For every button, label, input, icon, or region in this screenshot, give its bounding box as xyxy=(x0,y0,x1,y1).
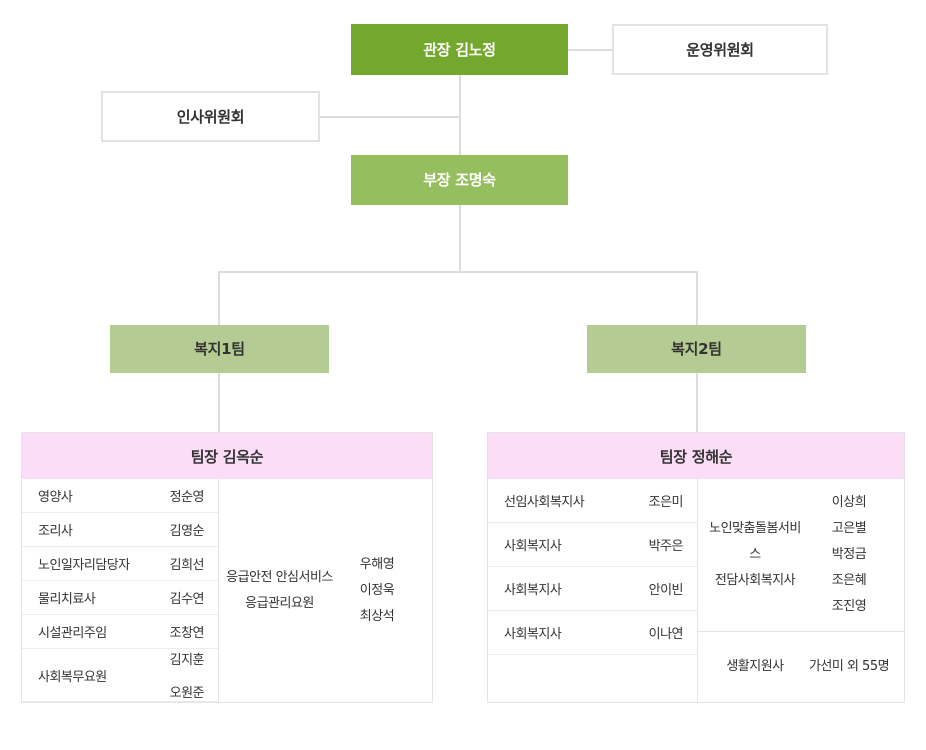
staff-name: 김수연 xyxy=(169,592,205,607)
staff-role: 영양사 xyxy=(38,490,73,505)
staff-name: 김희선 xyxy=(169,558,205,573)
group-name: 우해영 xyxy=(359,556,395,572)
staff-role: 사회복지사 xyxy=(504,539,562,554)
group-name: 박정금 xyxy=(831,547,867,562)
team2-head: 팀장 정해순 xyxy=(488,433,904,479)
staff-names: 김영순 xyxy=(170,520,218,539)
staff-names: 김수연 xyxy=(170,588,218,607)
connector-team2-node-to-panel xyxy=(696,373,698,433)
column-spacer xyxy=(488,655,697,702)
staff-name: 안이빈 xyxy=(648,583,684,598)
node-steering-committee[interactable]: 운영위원회 xyxy=(612,24,828,75)
group-name: 이정욱 xyxy=(359,582,395,598)
staff-row: 시설관리주임 조창연 xyxy=(22,615,218,649)
staff-row: 사회복지사 박주은 xyxy=(488,523,697,567)
staff-names: 안이빈 xyxy=(649,579,697,598)
staff-name: 김영순 xyxy=(169,524,205,539)
group-role-line: 생활지원사 xyxy=(726,659,784,674)
staff-role: 조리사 xyxy=(38,524,73,539)
staff-row: 선임사회복지사 조은미 xyxy=(488,479,697,523)
group-name: 이상희 xyxy=(831,495,867,510)
node-steering-committee-label: 운영위원회 xyxy=(686,40,754,59)
staff-role: 노인일자리담당자 xyxy=(38,558,130,573)
node-team2[interactable]: 복지2팀 xyxy=(587,325,806,373)
staff-name: 김지훈 xyxy=(169,653,205,668)
staff-row: 사회복지사 이나연 xyxy=(488,611,697,655)
staff-name: 오원준 xyxy=(169,686,205,701)
group-name: 고은별 xyxy=(831,521,867,536)
staff-names: 정순영 xyxy=(170,486,218,505)
node-deputy-label: 부장 조명숙 xyxy=(423,171,496,189)
team1-head: 팀장 김옥순 xyxy=(22,433,432,479)
group-name: 조진영 xyxy=(831,599,867,614)
staff-role: 사회복무요원 xyxy=(38,669,107,685)
group-name: 조은혜 xyxy=(831,573,867,588)
group-role-line: 전담사회복지사 xyxy=(714,573,796,588)
group-role-line: 응급안전 안심서비스 xyxy=(226,569,333,585)
staff-names: 조창연 xyxy=(170,622,218,641)
staff-role: 사회복지사 xyxy=(504,583,562,598)
connector-personnel-to-spine xyxy=(320,116,460,118)
staff-role: 물리치료사 xyxy=(38,592,96,607)
staff-name: 이나연 xyxy=(648,627,684,642)
connector-to-team2-node xyxy=(696,271,698,326)
node-director-label: 관장 김노정 xyxy=(423,40,496,59)
node-personnel-committee-label: 인사위원회 xyxy=(176,107,245,126)
group-block: 생활지원사 가선미 외 55명 xyxy=(698,631,904,702)
node-personnel-committee[interactable]: 인사위원회 xyxy=(101,91,320,142)
connector-team-split-bar xyxy=(218,271,698,273)
staff-names: 김희선 xyxy=(170,554,218,573)
group-role: 생활지원사 xyxy=(698,654,806,680)
node-director[interactable]: 관장 김노정 xyxy=(351,24,568,75)
node-team1-label: 복지1팀 xyxy=(194,340,245,358)
group-name: 가선미 외 55명 xyxy=(808,659,890,674)
node-team1[interactable]: 복지1팀 xyxy=(110,325,329,373)
staff-role: 선임사회복지사 xyxy=(504,495,585,510)
connector-team1-node-to-panel xyxy=(218,373,220,433)
staff-row: 사회복지사 안이빈 xyxy=(488,567,697,611)
node-team2-label: 복지2팀 xyxy=(671,340,722,358)
staff-row: 조리사 김영순 xyxy=(22,513,218,547)
node-deputy[interactable]: 부장 조명숙 xyxy=(351,155,568,205)
staff-role: 사회복지사 xyxy=(504,627,562,642)
connector-to-team1-node xyxy=(218,271,220,326)
staff-name: 조창연 xyxy=(169,626,205,641)
staff-name: 정순영 xyxy=(169,490,205,505)
staff-name: 박주은 xyxy=(648,539,684,554)
staff-names: 박주은 xyxy=(649,535,697,554)
staff-name: 조은미 xyxy=(648,495,684,510)
staff-names: 이나연 xyxy=(649,623,697,642)
group-role-line: 응급관리요원 xyxy=(245,595,314,611)
staff-row: 노인일자리담당자 김희선 xyxy=(22,547,218,581)
group-role-line: 노인맞춤돌봄서비스 xyxy=(709,521,801,562)
connector-director-to-deputy xyxy=(459,75,461,155)
connector-deputy-down xyxy=(459,205,461,272)
staff-row: 물리치료사 김수연 xyxy=(22,581,218,615)
group-name: 최상석 xyxy=(359,608,395,624)
group-names: 가선미 외 55명 xyxy=(806,654,904,680)
connector-director-to-steering xyxy=(568,49,618,51)
staff-role: 시설관리주임 xyxy=(38,626,107,641)
staff-row: 영양사 정순영 xyxy=(22,479,218,513)
staff-names: 조은미 xyxy=(649,491,697,510)
